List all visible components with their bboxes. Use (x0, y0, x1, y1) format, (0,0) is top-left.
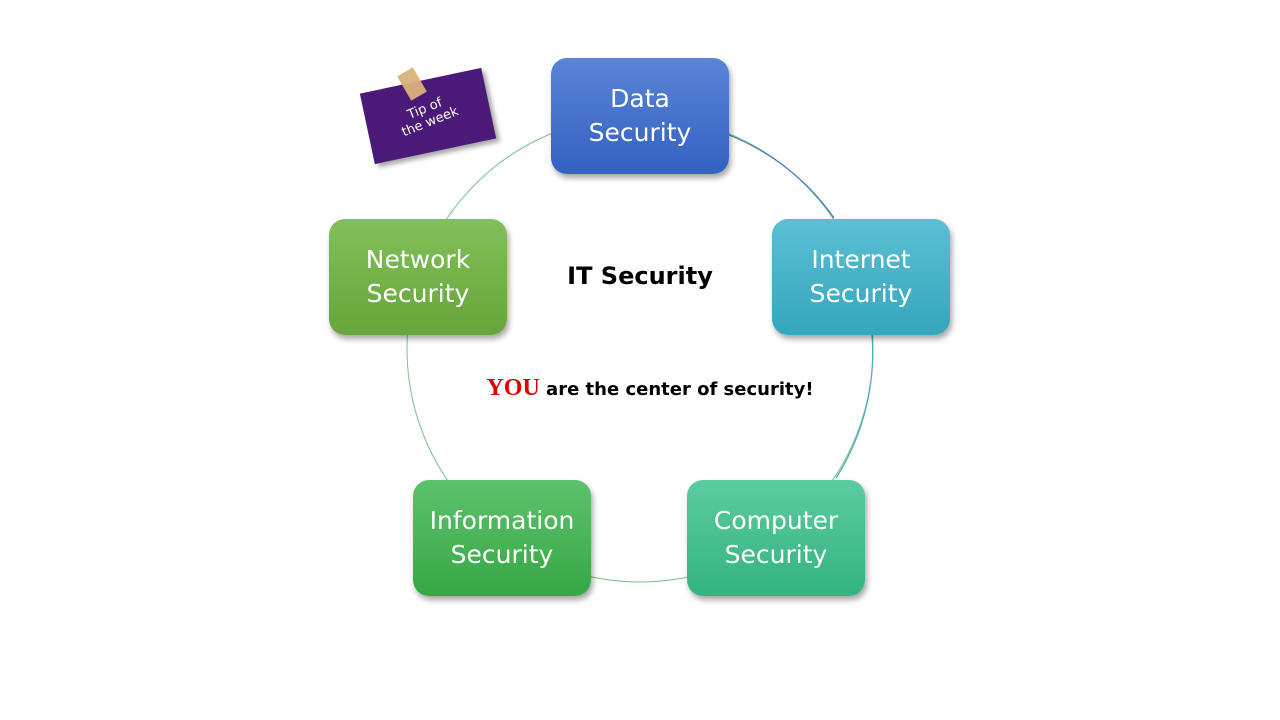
diagram-title: IT Security (567, 262, 713, 290)
network-security-node: Network Security (329, 219, 507, 335)
computer-security-node: Computer Security (687, 480, 865, 596)
tip-note-text: Tip of the week (399, 95, 461, 141)
information-security-node: Information Security (413, 480, 591, 596)
tagline: YOU are the center of security! (470, 375, 830, 402)
data-security-node: Data Security (551, 58, 729, 174)
tagline-emphasis: YOU (486, 375, 540, 401)
internet-security-node: Internet Security (772, 219, 950, 335)
tagline-text: are the center of security! (539, 379, 814, 400)
